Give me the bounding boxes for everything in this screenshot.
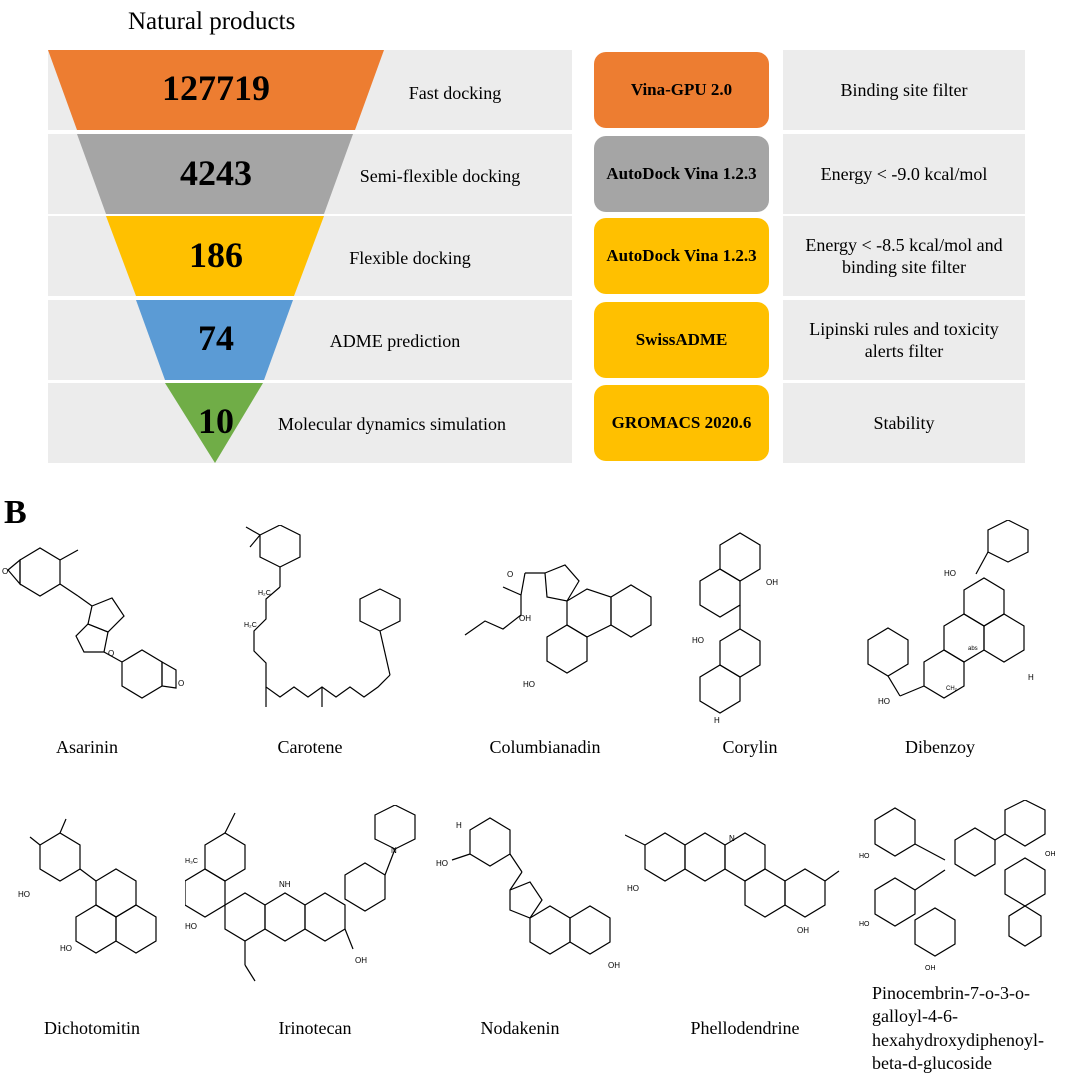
svg-text:HO: HO: [185, 922, 197, 931]
svg-text:CH₂: CH₂: [946, 686, 958, 692]
molecule-name-nodakenin: Nodakenin: [480, 1018, 560, 1038]
svg-text:OH: OH: [797, 926, 809, 935]
stage-count-2: 4243: [180, 153, 252, 193]
svg-text:H: H: [1028, 673, 1034, 682]
stage-label-3: Flexible docking: [349, 248, 471, 268]
svg-text:OH: OH: [355, 956, 367, 965]
svg-text:HO: HO: [18, 890, 30, 899]
svg-text:abs: abs: [968, 646, 978, 652]
stage-count-3: 186: [189, 235, 243, 275]
svg-text:O: O: [178, 679, 184, 688]
tool-box-5: GROMACS 2020.6: [594, 385, 769, 461]
screening-funnel: [0, 0, 384, 470]
structure-pinocembrin-glucoside: HO HO OH OH: [859, 800, 1056, 972]
svg-text:H: H: [456, 821, 462, 830]
stage-count-5: 10: [198, 401, 234, 441]
structure-irinotecan: NH N H₃C HO OH: [185, 805, 416, 982]
structure-dichotomitin: HO HO: [18, 818, 157, 954]
structure-columbianadin: O OH HO: [464, 564, 652, 689]
tool-box-2: AutoDock Vina 1.2.3: [594, 136, 769, 212]
filter-box-3: Energy < -8.5 kcal/mol and binding site …: [783, 216, 1025, 296]
svg-text:O: O: [2, 567, 8, 576]
molecule-name-irinotecan: Irinotecan: [278, 1018, 352, 1038]
funnel-band-1: [48, 50, 384, 130]
svg-text:HO: HO: [692, 636, 704, 645]
svg-text:NH: NH: [279, 880, 291, 889]
structure-corylin: OH HO H: [692, 532, 778, 725]
stage-row-bg-4: [48, 300, 572, 380]
structure-nodakenin: H HO OH: [436, 817, 620, 970]
svg-text:HO: HO: [523, 680, 535, 689]
molecule-name-asarinin: Asarinin: [56, 737, 118, 757]
molecule-name-pinocembrin-glucoside: Pinocembrin-7-o-3-o-galloyl-4-6-hexahydr…: [872, 983, 1044, 1074]
molecule-name-dichotomitin: Dichotomitin: [44, 1018, 140, 1038]
filter-box-1: Binding site filter: [783, 50, 1025, 130]
structure-phellodendrine: HO N OH: [625, 832, 840, 935]
svg-text:HO: HO: [878, 697, 890, 706]
filter-box-5: Stability: [783, 383, 1025, 463]
svg-text:H₂C: H₂C: [258, 590, 271, 597]
filter-box-4: Lipinski rules and toxicity alerts filte…: [783, 300, 1025, 380]
molecule-name-phellodendrine: Phellodendrine: [690, 1018, 800, 1038]
svg-text:HO: HO: [60, 944, 72, 953]
svg-text:OH: OH: [925, 965, 936, 972]
svg-text:OH: OH: [766, 578, 778, 587]
panel-b-letter: B: [4, 494, 27, 531]
tool-box-3: AutoDock Vina 1.2.3: [594, 218, 769, 294]
molecule-name-columbianadin: Columbianadin: [489, 737, 601, 757]
molecule-name-dibenzoy: Dibenzoy: [905, 737, 975, 757]
funnel-band-2: [77, 134, 353, 214]
tool-box-4: SwissADME: [594, 302, 769, 378]
stage-label-4: ADME prediction: [329, 331, 461, 351]
structure-dibenzoy: HO H HO abs CH₂: [867, 520, 1034, 706]
molecule-name-carotene: Carotene: [277, 737, 343, 757]
filter-box-2: Energy < -9.0 kcal/mol: [783, 134, 1025, 214]
svg-text:HO: HO: [944, 569, 956, 578]
stage-label-1: Fast docking: [408, 83, 502, 103]
stage-count-4: 74: [198, 318, 234, 358]
svg-text:N: N: [391, 846, 397, 855]
svg-text:HO: HO: [859, 921, 870, 928]
stage-label-2: Semi-flexible docking: [359, 166, 521, 186]
stage-count-1: 127719: [162, 68, 270, 108]
svg-text:H₂C: H₂C: [244, 622, 257, 629]
svg-text:HO: HO: [436, 859, 448, 868]
svg-text:HO: HO: [859, 853, 870, 860]
svg-text:H: H: [714, 716, 720, 725]
structure-asarinin: O O O: [2, 547, 184, 699]
svg-text:N: N: [729, 834, 735, 843]
svg-text:OH: OH: [1045, 851, 1056, 858]
funnel-band-5: [165, 383, 263, 463]
funnel-band-3: [106, 216, 324, 296]
svg-text:OH: OH: [519, 614, 531, 623]
svg-text:HO: HO: [627, 884, 639, 893]
funnel-band-4: [136, 300, 293, 380]
molecule-name-corylin: Corylin: [722, 737, 778, 757]
stage-label-5: Molecular dynamics simulation: [278, 414, 506, 434]
structure-carotene: H₂C H₂C: [244, 525, 401, 707]
stage-row-bg-5: [48, 383, 572, 463]
svg-text:O: O: [507, 570, 513, 579]
tool-box-1: Vina-GPU 2.0: [594, 52, 769, 128]
svg-text:H₃C: H₃C: [185, 858, 198, 865]
svg-text:OH: OH: [608, 961, 620, 970]
funnel-title: Natural products: [128, 8, 296, 35]
svg-text:O: O: [108, 649, 114, 658]
